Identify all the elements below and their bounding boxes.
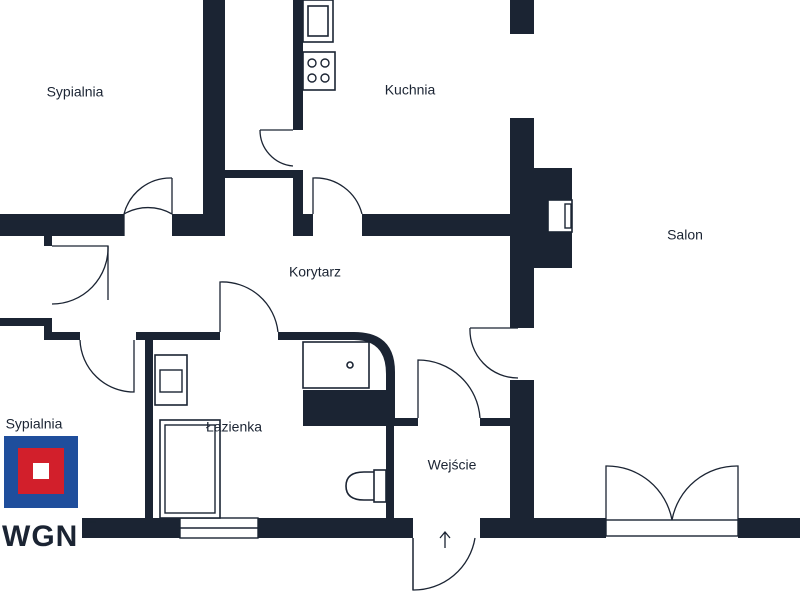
room-label-bedroom-top: Sypialnia [47, 84, 104, 100]
room-label-corridor: Korytarz [289, 264, 341, 280]
walls [0, 0, 800, 538]
windows [82, 517, 739, 539]
wgn-logo: WGN [0, 432, 82, 553]
doors [51, 129, 739, 591]
room-label-bedroom-bottom: Sypialnia [6, 416, 63, 432]
room-label-living-room: Salon [667, 227, 703, 243]
room-label-bathroom: Łazienka [206, 419, 262, 435]
logo-text: WGN [2, 520, 78, 553]
fixtures [154, 0, 573, 519]
room-label-entrance: Wejście [428, 457, 477, 473]
logo-white-square [33, 463, 49, 479]
room-label-kitchen: Kuchnia [385, 82, 436, 98]
room-labels: Sypialnia Kuchnia Salon Korytarz Sypialn… [6, 82, 703, 473]
